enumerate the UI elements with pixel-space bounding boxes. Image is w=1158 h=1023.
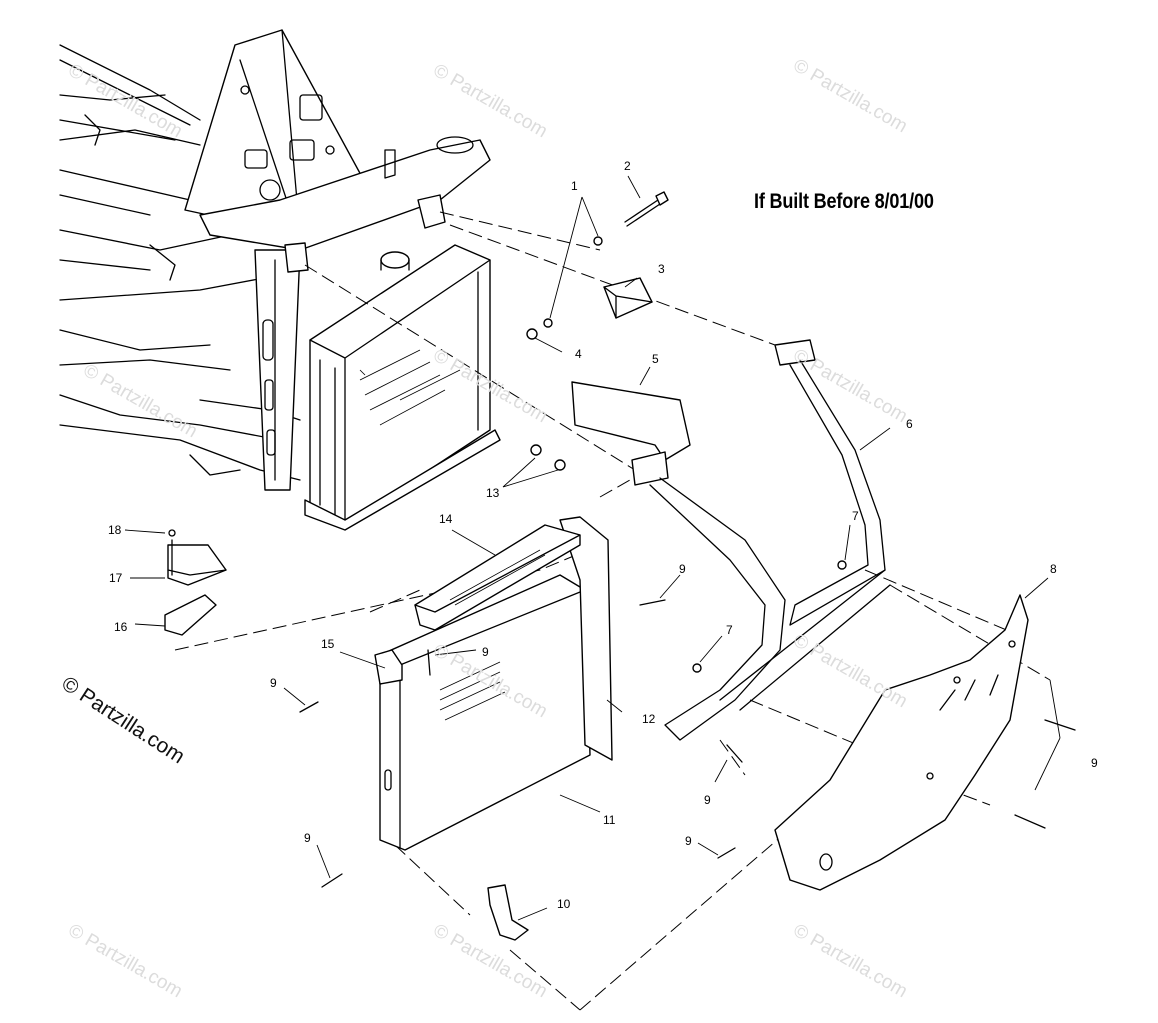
leader-lines	[124, 175, 1061, 921]
parts-16-17-18	[164, 529, 227, 636]
part-8-skid-plate	[774, 594, 1029, 891]
callout-9: 9	[304, 831, 311, 845]
callout-14: 14	[439, 512, 453, 526]
callout-17: 17	[109, 571, 123, 585]
callout-4: 4	[575, 347, 582, 361]
radiator	[304, 244, 501, 531]
callout-9: 9	[270, 676, 277, 690]
callout-7: 7	[726, 623, 733, 637]
callout-12: 12	[642, 712, 656, 726]
callout-9: 9	[679, 562, 686, 576]
callout-6: 6	[906, 417, 913, 431]
callout-18: 18	[108, 523, 122, 537]
callout-2: 2	[624, 159, 631, 173]
callout-9: 9	[685, 834, 692, 848]
frame-assembly	[59, 29, 491, 491]
diagram-title: If Built Before 8/01/00	[754, 190, 934, 213]
callout-15: 15	[321, 637, 335, 651]
part-10-bracket	[487, 884, 529, 941]
fasteners	[299, 599, 1076, 888]
callout-11: 11	[603, 813, 616, 827]
callout-10: 10	[557, 897, 571, 911]
callout-9: 9	[482, 645, 489, 659]
callout-8: 8	[1050, 562, 1057, 576]
hardware-upper	[526, 191, 669, 340]
callout-13: 13	[486, 486, 500, 500]
callout-5: 5	[652, 352, 659, 366]
assembly-lines	[174, 211, 1051, 1011]
part-6-bumper	[631, 339, 891, 741]
callout-7: 7	[852, 509, 859, 523]
callout-9: 9	[704, 793, 711, 807]
callout-3: 3	[658, 262, 665, 276]
callout-9: 9	[1091, 756, 1098, 770]
callout-16: 16	[114, 620, 128, 634]
callout-1: 1	[571, 179, 578, 193]
shroud-assembly	[374, 516, 613, 851]
